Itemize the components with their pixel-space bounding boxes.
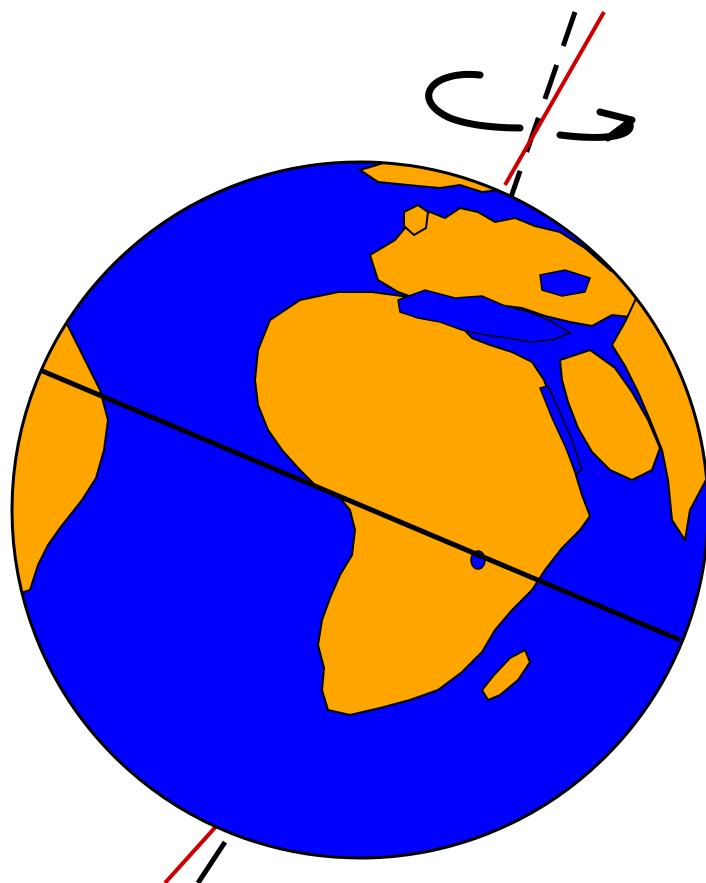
globe bbox=[0, 158, 706, 858]
rotation-axis-bottom bbox=[198, 842, 225, 883]
tilted-axis-bottom bbox=[165, 822, 220, 883]
tilted-axis-top bbox=[505, 12, 604, 185]
rotation-axis-top bbox=[510, 12, 575, 200]
rotation-arrow-back bbox=[429, 74, 520, 128]
curved-rotation-arrow-icon bbox=[429, 74, 632, 138]
